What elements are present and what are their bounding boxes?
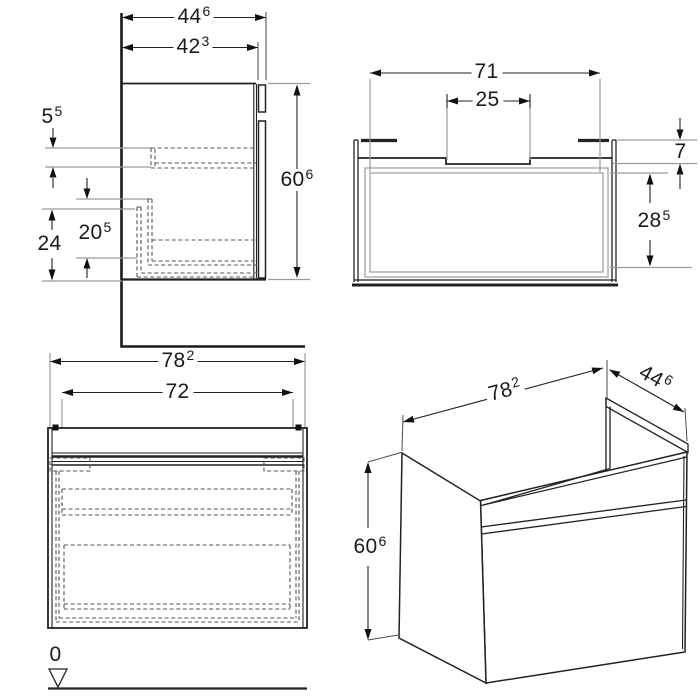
front-section-view	[352, 69, 697, 287]
front-overall-width-label: 782	[158, 348, 198, 373]
front-view	[47, 353, 308, 690]
section-top-rail-height-label: 7	[671, 140, 691, 164]
side-carcass-depth-label: 423	[173, 34, 213, 59]
side-view	[42, 12, 310, 348]
side-drawer-height-label: 205	[75, 220, 115, 245]
perspective-view	[364, 360, 689, 685]
side-top-clearance-label: 55	[38, 104, 66, 129]
side-bottom-zone-label: 24	[34, 232, 66, 256]
side-overall-depth-label: 446	[174, 4, 214, 29]
section-inner-width-label: 71	[471, 60, 503, 84]
perspective-height-label: 606	[350, 534, 390, 559]
side-height-label: 606	[277, 167, 317, 192]
front-datum-level-label: 0	[46, 643, 66, 667]
datum-level-icon	[47, 668, 69, 689]
section-inner-height-label: 285	[634, 208, 674, 233]
front-inner-width-label: 72	[162, 380, 194, 404]
section-cutout-width-label: 25	[472, 88, 504, 112]
